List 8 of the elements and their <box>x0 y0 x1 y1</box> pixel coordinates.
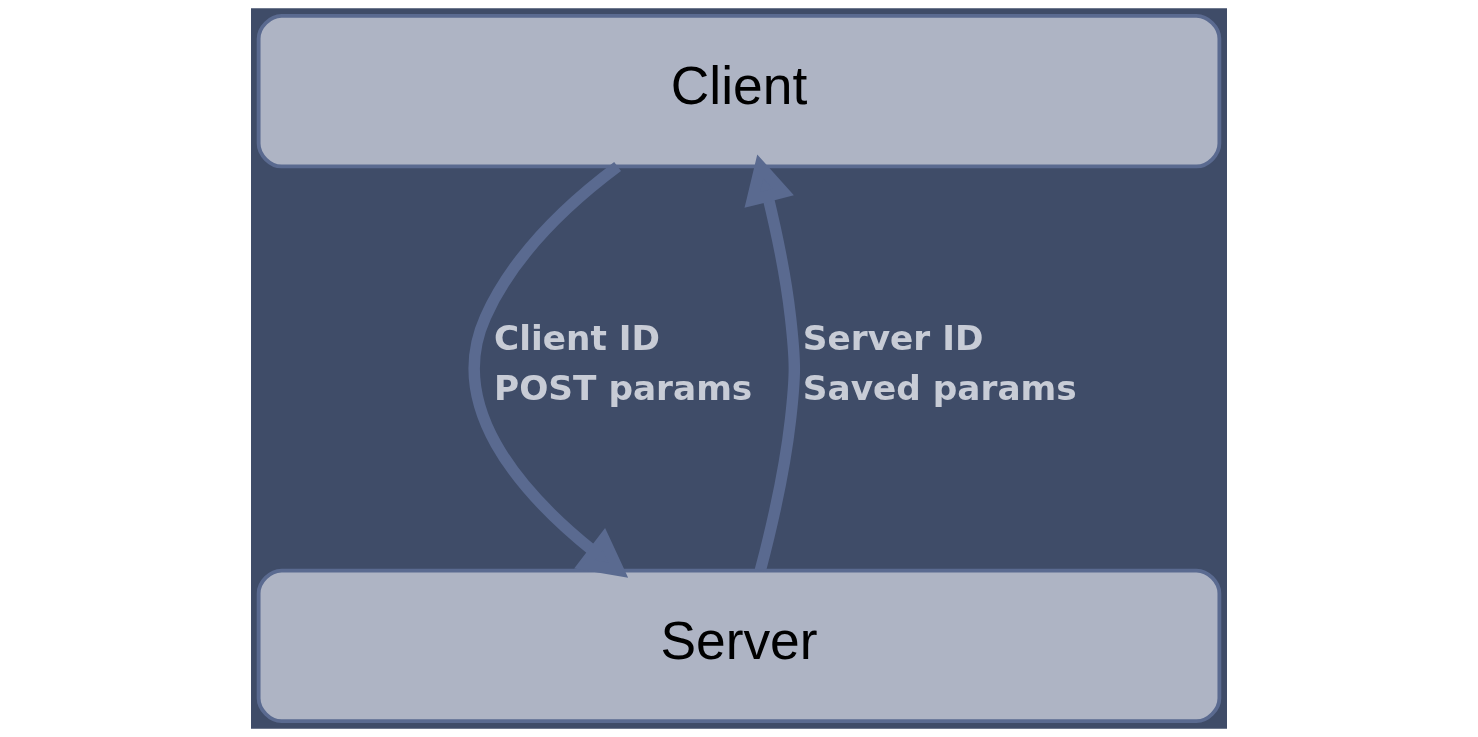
arrow <box>468 161 629 578</box>
edge-label: Server ID <box>802 318 984 359</box>
edge-label: Saved params <box>802 367 1077 408</box>
node-box: Server <box>256 568 1222 724</box>
arrow <box>744 154 801 572</box>
node-box: Client <box>256 13 1222 169</box>
edge-label: Client ID <box>494 318 660 359</box>
edge-label: POST params <box>494 367 753 408</box>
